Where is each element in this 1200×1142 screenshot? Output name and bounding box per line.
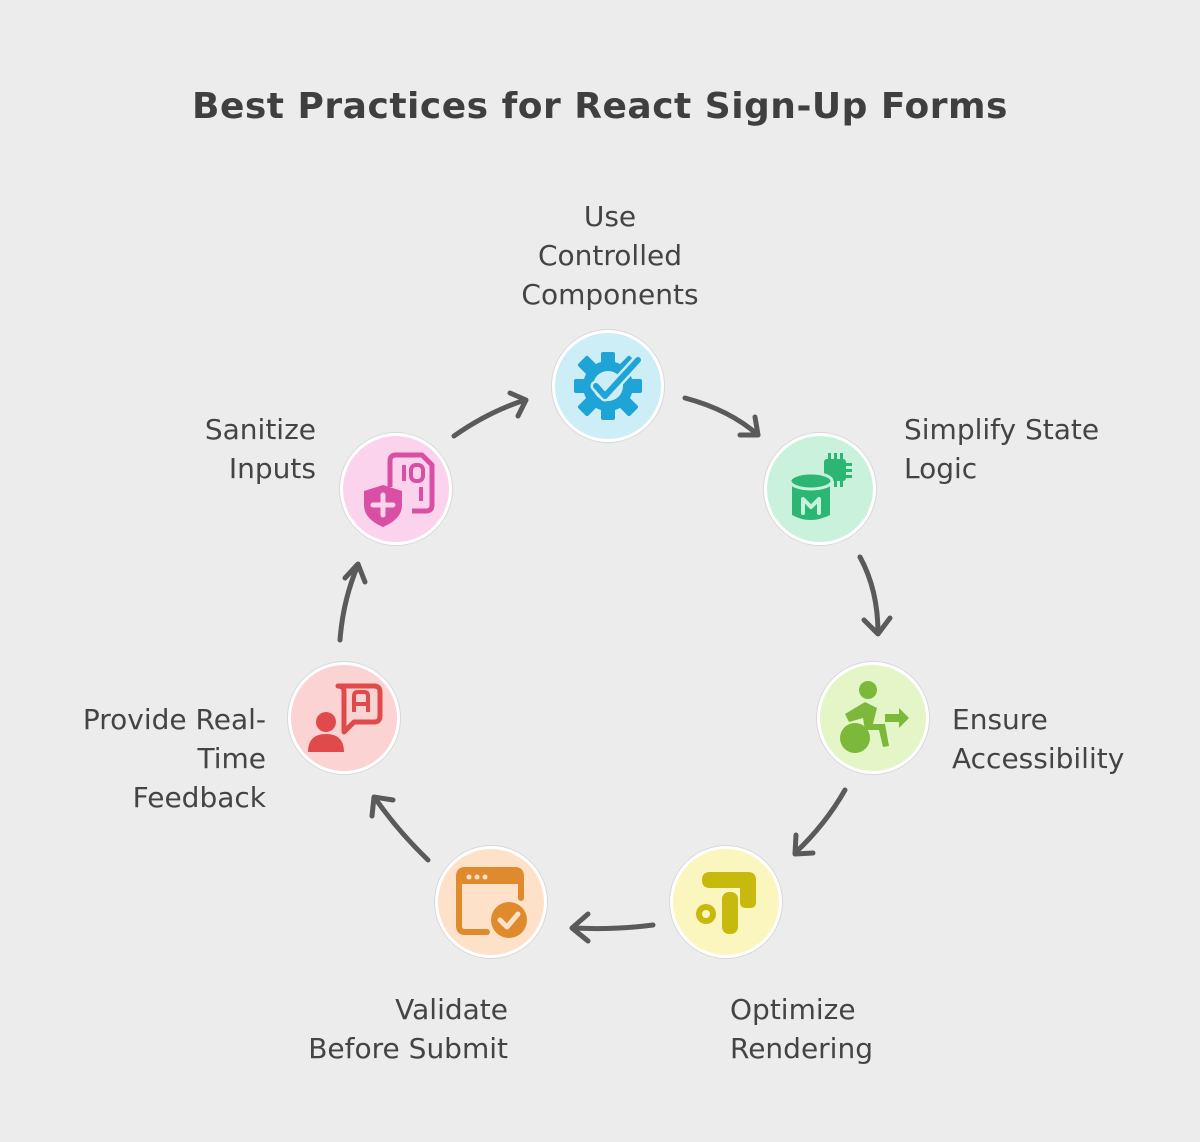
label-line: Use Controlled Components — [521, 200, 699, 311]
arrow-4 — [569, 911, 656, 944]
label-line: Sanitize Inputs — [204, 413, 316, 485]
node-use-controlled-components — [552, 330, 664, 442]
arrow-3 — [792, 787, 848, 857]
node-label: Use Controlled Components — [500, 197, 720, 314]
google-optimize-icon — [696, 872, 756, 934]
label-line: Validate Before Submit — [308, 993, 508, 1065]
arrow-1 — [682, 395, 761, 438]
shield-document-icon — [364, 452, 435, 527]
node-ensure-accessibility — [817, 662, 929, 774]
node-simplify-state-logic — [764, 433, 876, 545]
label-line: Simplify State Logic — [904, 413, 1100, 485]
arrow-7 — [451, 390, 529, 439]
user-feedback-icon — [308, 683, 383, 752]
node-label: Ensure Accessibility — [952, 700, 1124, 778]
node-label: Simplify State Logic — [904, 410, 1099, 488]
diagram-title: Best Practices for React Sign-Up Forms — [192, 86, 1008, 127]
wheelchair-arrow-icon — [840, 681, 909, 753]
database-chip-icon — [788, 453, 852, 520]
node-validate-before-submit — [435, 846, 547, 958]
gear-check-icon — [574, 352, 644, 420]
label-line: Optimize Rendering — [730, 993, 873, 1065]
arrow-5 — [369, 794, 431, 863]
browser-check-icon — [456, 867, 527, 938]
node-provide-real-time-feedback — [288, 662, 400, 774]
node-label: Provide Real- Time Feedback — [30, 700, 266, 817]
node-label: Optimize Rendering — [730, 990, 873, 1068]
arrow-6 — [337, 561, 368, 643]
node-label: Validate Before Submit — [278, 990, 508, 1068]
node-sanitize-inputs — [340, 433, 452, 545]
label-line: Provide Real- Time Feedback — [82, 703, 266, 814]
arrow-2 — [857, 554, 893, 637]
node-label: Sanitize Inputs — [120, 410, 316, 488]
node-optimize-rendering — [670, 846, 782, 958]
label-line: Ensure Accessibility — [952, 703, 1125, 775]
